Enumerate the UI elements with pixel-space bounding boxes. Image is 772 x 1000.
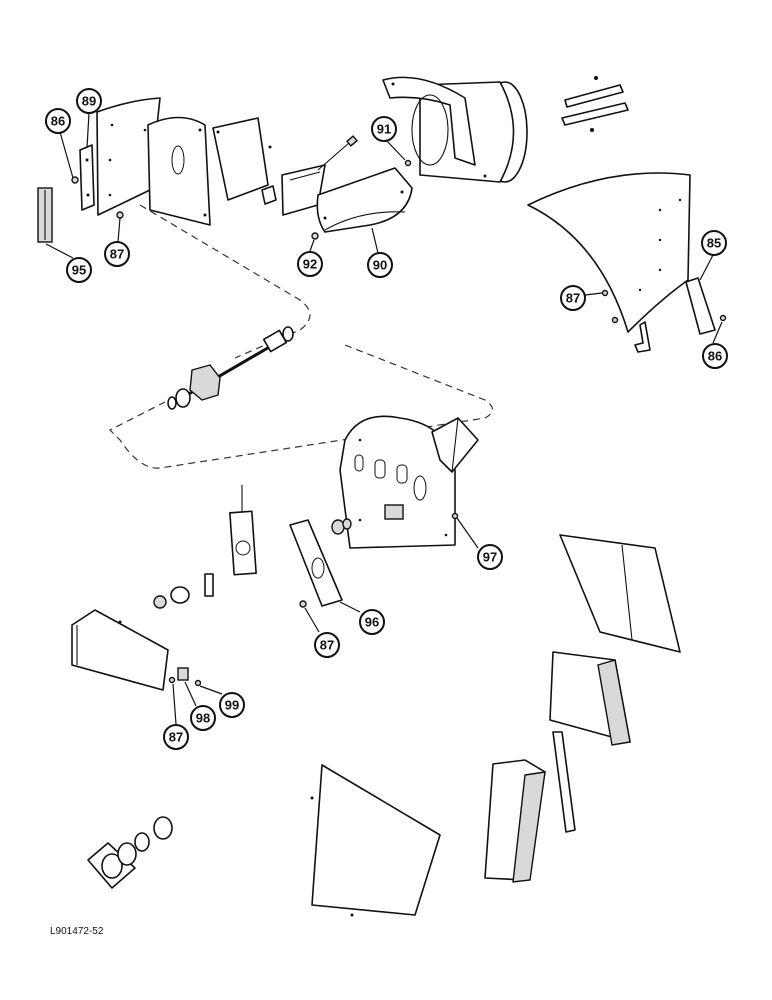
strip-part-85: [685, 277, 716, 335]
callout-87-lower-left: 87: [163, 724, 189, 750]
svg-text:92: 92: [303, 257, 317, 272]
svg-text:87: 87: [110, 247, 124, 262]
bearing-set-left: [153, 586, 190, 609]
svg-text:87: 87: [566, 291, 580, 306]
long-bolt: [317, 135, 358, 171]
svg-text:98: 98: [196, 711, 210, 726]
cylinder-housing: [382, 76, 528, 183]
svg-text:90: 90: [373, 258, 387, 273]
washer-99: [194, 679, 202, 687]
callout-99: 99: [219, 692, 245, 718]
svg-text:99: 99: [225, 698, 239, 713]
bearing-plate: [229, 485, 257, 576]
washer-97: [451, 512, 459, 520]
long-strip-right: [552, 731, 576, 833]
bolt-86: [71, 176, 79, 184]
svg-text:87: 87: [169, 730, 183, 745]
screw-86-right: [719, 314, 727, 322]
svg-text:89: 89: [82, 94, 96, 109]
figure-reference: L901472-52: [50, 926, 104, 937]
callout-96: 96: [359, 609, 385, 635]
screw-91: [404, 159, 412, 167]
side-sheet-with-slot: [147, 116, 211, 226]
callout-98: 98: [190, 705, 216, 731]
callout-91: 91: [371, 116, 397, 142]
wedge-panel-left: [71, 609, 169, 691]
nut-87: [116, 211, 124, 219]
side-sheet-part-97: [339, 415, 456, 549]
callout-87-right: 87: [560, 285, 586, 311]
svg-text:87: 87: [320, 638, 334, 653]
bracket-small: [261, 164, 326, 216]
strip-part-95: [37, 187, 53, 243]
angle-brackets: [561, 76, 629, 132]
panel-right-upper: [559, 534, 681, 653]
svg-text:95: 95: [72, 263, 86, 278]
callout-86-right: 86: [702, 343, 728, 369]
callout-87-upper-left: 87: [104, 241, 130, 267]
flat-plate-bottom: [310, 764, 441, 917]
callout-90: 90: [367, 252, 393, 278]
svg-text:97: 97: [483, 550, 497, 565]
svg-text:96: 96: [365, 615, 379, 630]
bent-bracket: [431, 417, 479, 473]
assembly-outline-lower: [108, 344, 494, 469]
nut-87-center: [299, 600, 307, 608]
callout-85: 85: [701, 230, 727, 256]
callout-86-left: 86: [45, 108, 71, 134]
bearing-pair-center: [331, 518, 352, 535]
nut-87-right: [611, 316, 619, 324]
panel-right-middle: [549, 651, 631, 746]
small-clip-plate: [204, 573, 214, 597]
block-part-98: [177, 667, 189, 681]
callout-97: 97: [477, 544, 503, 570]
svg-text:86: 86: [708, 349, 722, 364]
plate-part-89: [79, 144, 95, 211]
curved-hood-panel: [527, 172, 691, 333]
washer-92: [311, 232, 319, 240]
svg-text:86: 86: [51, 114, 65, 129]
bolt-87-right: [601, 289, 609, 297]
wedge-bottom-right: [484, 759, 546, 883]
drive-shaft-assembly: [167, 326, 294, 410]
callout-92: 92: [297, 251, 323, 277]
channel-part-90: [316, 167, 413, 233]
callout-89: 89: [76, 88, 102, 114]
guard-plate-small: [212, 117, 272, 201]
plate-part-96: [289, 519, 343, 607]
clip-part: [634, 321, 651, 353]
leader-lines: [45, 112, 723, 725]
svg-text:91: 91: [377, 122, 391, 137]
bolt-87-left: [168, 676, 176, 684]
bearing-stack-bottom: [87, 816, 173, 889]
callout-87-center: 87: [314, 632, 340, 658]
assembly-outline-upper: [139, 204, 311, 359]
callout-95: 95: [66, 257, 92, 283]
svg-text:85: 85: [707, 236, 721, 251]
